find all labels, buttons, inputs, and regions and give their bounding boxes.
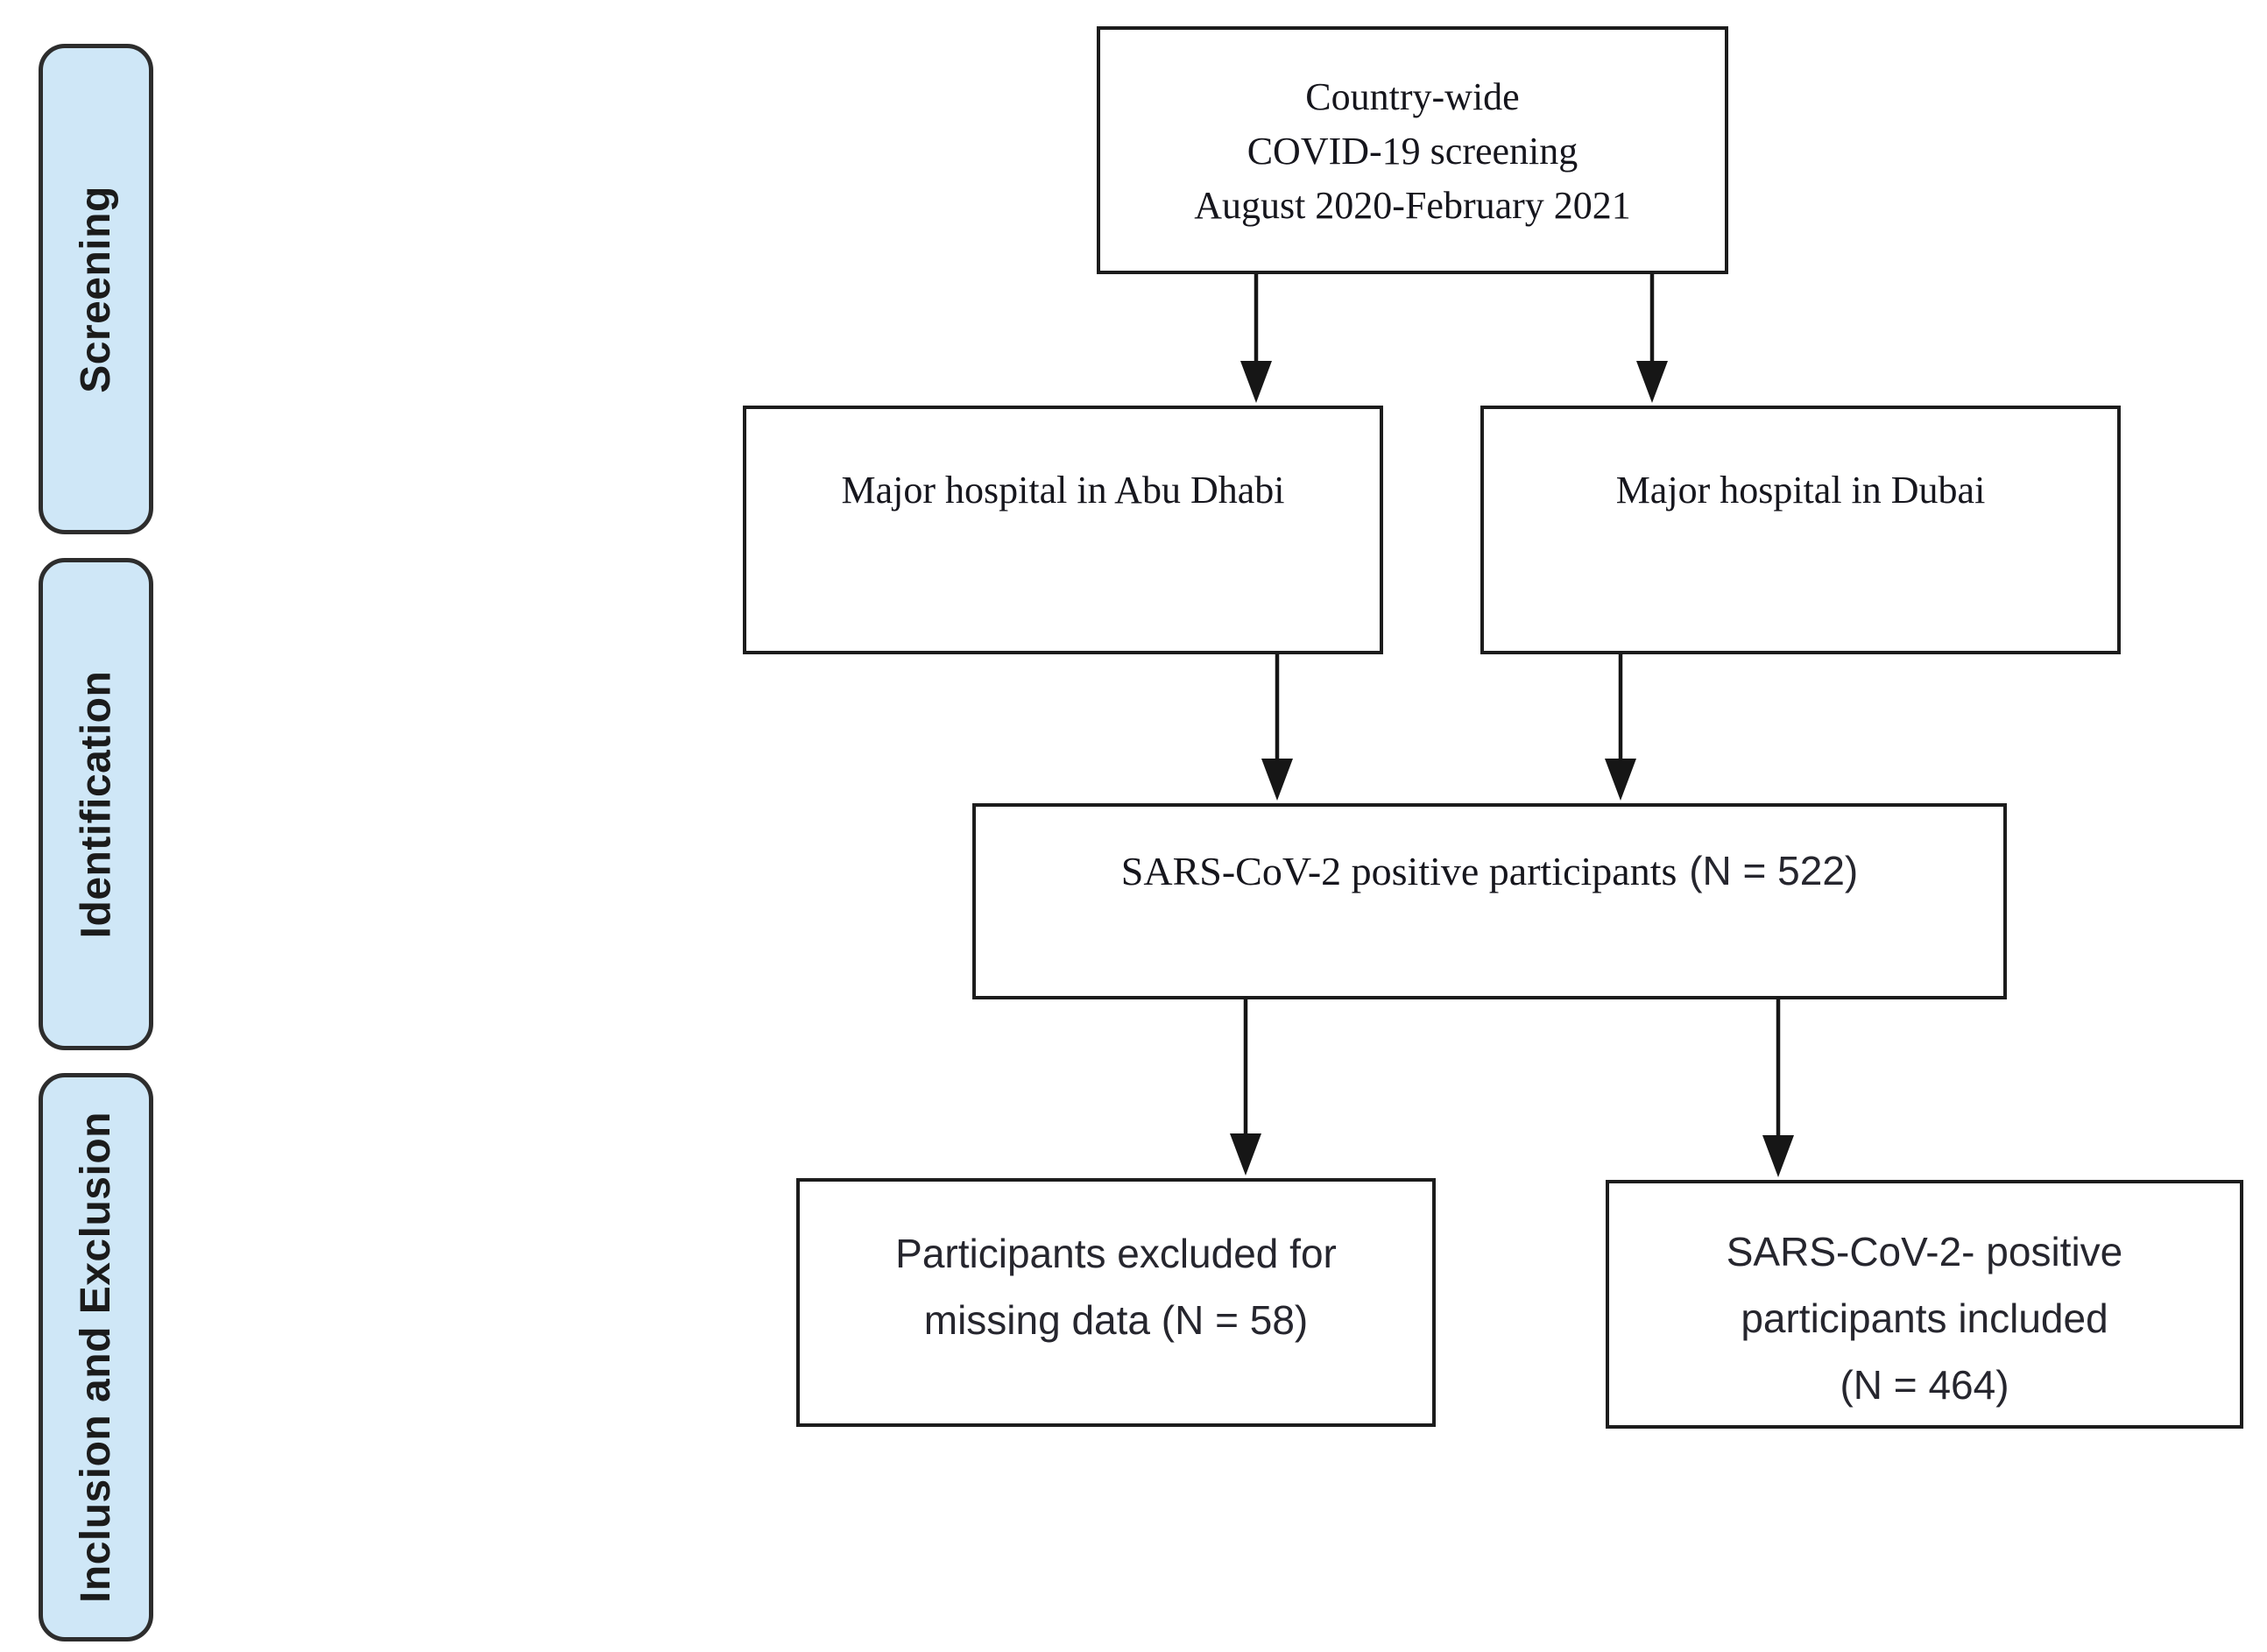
arrow-top-to-abudhabi — [1240, 274, 1272, 403]
box-countrywide-line2: COVID-19 screening — [1246, 130, 1578, 173]
arrow-positive-to-excluded — [1230, 999, 1261, 1175]
stage-pill-identification: Identification — [39, 558, 153, 1050]
box-hospital-dubai-label: Major hospital in Dubai — [1615, 469, 1986, 512]
box-positive-participants-count: (N = 522) — [1689, 848, 1859, 893]
box-hospital-abu-dhabi-label: Major hospital in Abu Dhabi — [841, 469, 1285, 512]
box-hospital-abu-dhabi: Major hospital in Abu Dhabi — [743, 406, 1383, 654]
box-excluded-line2: missing data (N = 58) — [923, 1297, 1309, 1343]
box-hospital-dubai: Major hospital in Dubai — [1480, 406, 2121, 654]
box-countrywide-screening: Country-wide COVID-19 screening August 2… — [1097, 26, 1728, 274]
box-included-line3: (N = 464) — [1840, 1362, 2009, 1408]
box-countrywide-line3: August 2020-February 2021 — [1194, 184, 1631, 227]
stage-label-inclusion-exclusion: Inclusion and Exclusion — [73, 1112, 120, 1603]
box-included-line2: participants included — [1741, 1295, 2108, 1341]
box-excluded-line1: Participants excluded for — [895, 1231, 1337, 1276]
arrow-positive-to-included — [1762, 999, 1794, 1177]
arrow-abudhabi-to-positive — [1261, 654, 1293, 801]
box-included-line1: SARS-CoV-2- positive — [1726, 1229, 2123, 1274]
box-excluded-participants: Participants excluded for missing data (… — [796, 1178, 1436, 1427]
stage-pill-screening: Screening — [39, 44, 153, 534]
stage-label-screening: Screening — [73, 185, 120, 393]
stage-pill-inclusion-exclusion: Inclusion and Exclusion — [39, 1073, 153, 1641]
box-countrywide-line1: Country-wide — [1305, 75, 1520, 118]
arrow-top-to-dubai — [1636, 274, 1668, 403]
stage-label-identification: Identification — [73, 670, 120, 938]
box-positive-participants: SARS-CoV-2 positive participants (N = 522… — [972, 803, 2007, 999]
box-included-participants: SARS-CoV-2- positive participants includ… — [1606, 1180, 2243, 1429]
arrow-dubai-to-positive — [1605, 654, 1636, 801]
box-positive-participants-label: SARS-CoV-2 positive participants — [1120, 849, 1677, 893]
